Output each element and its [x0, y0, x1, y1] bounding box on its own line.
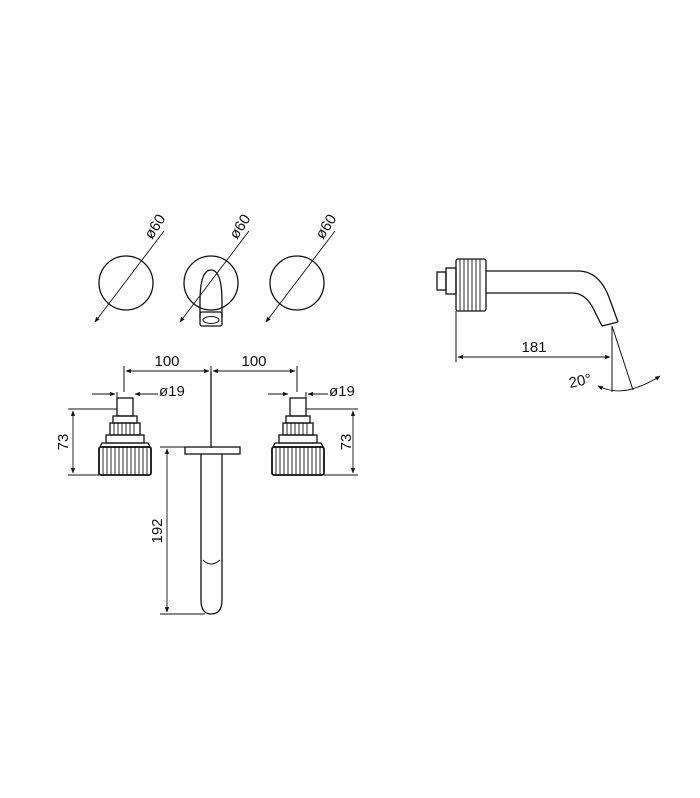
left-valve: ø19 73 — [55, 383, 185, 476]
height-right-label: 73 — [338, 434, 355, 451]
spout: 192 — [149, 372, 241, 615]
dia-spout-plate-label: ø60 — [226, 211, 254, 242]
dia-handle-left-label: ø60 — [141, 211, 169, 242]
elevation-view: 100 100 — [55, 353, 358, 615]
right-handle-plate: ø60 — [265, 211, 340, 323]
left-handle-ribs — [102, 447, 148, 475]
right-handle-ribs — [275, 447, 321, 475]
height-left-label: 73 — [55, 434, 72, 451]
side-view: 181 20° — [436, 258, 661, 392]
dia-stem-right-label: ø19 — [329, 383, 355, 400]
spout-length-label: 192 — [149, 518, 166, 543]
spout-projection-label: 181 — [521, 339, 546, 356]
spacing-right-label: 100 — [241, 353, 266, 370]
left-handle-plate: ø60 — [94, 211, 169, 323]
spacing-left-label: 100 — [154, 353, 179, 370]
dia-handle-right-label: ø60 — [312, 211, 340, 242]
front-view: ø60 ø60 ø60 — [94, 211, 340, 327]
spout-angle-label: 20° — [567, 371, 593, 392]
right-valve: ø19 73 — [268, 383, 358, 476]
dia-stem-left-label: ø19 — [159, 383, 185, 400]
spout-plate: ø60 — [179, 211, 254, 327]
side-collar-ribs — [459, 259, 481, 311]
